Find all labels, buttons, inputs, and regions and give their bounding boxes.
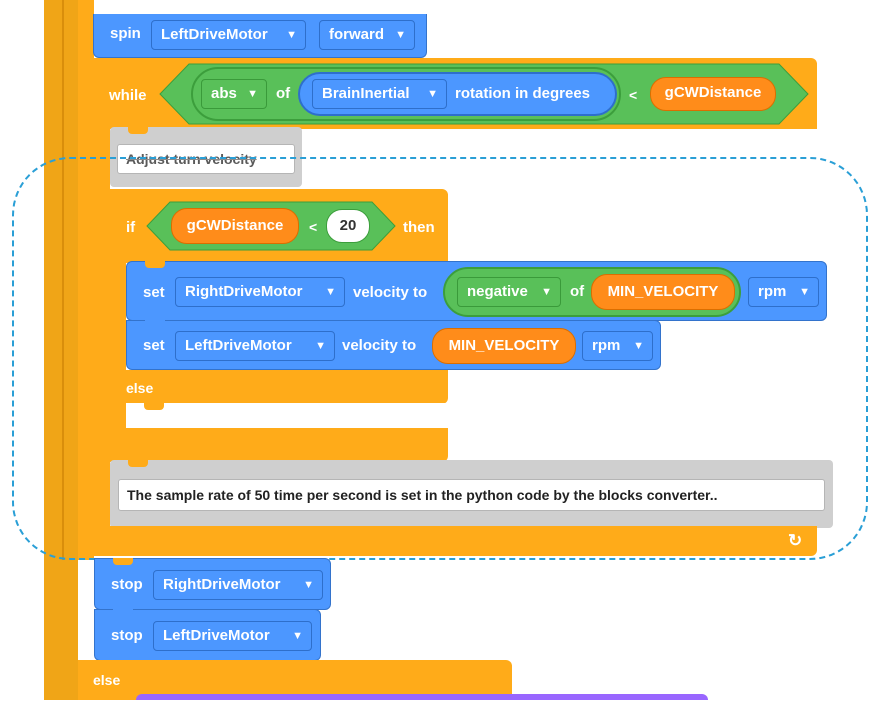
set-right-unit-dropdown[interactable]: rpm ▼ [748,277,819,307]
negative-reporter[interactable]: negative ▼ of MIN_VELOCITY [443,267,741,317]
set-right-velocity-label: velocity to [353,284,428,301]
stop-right-motor-label: RightDriveMotor [163,576,281,593]
abs-of-label: of [276,85,291,102]
block-notch [113,558,133,565]
set-right-unit-label: rpm [758,283,787,300]
spin-keyword: spin [110,25,141,42]
set-left-motor-label: LeftDriveMotor [185,337,292,354]
set-left-unit-dropdown[interactable]: rpm ▼ [582,331,653,361]
while-compare-op: < [629,87,638,103]
comment-adjust-text[interactable]: Adjust turn velocity [117,144,295,174]
spin-direction-label: forward [329,26,385,43]
stop-left-motor-dropdown[interactable]: LeftDriveMotor ▼ [153,621,312,651]
set-right-variable-label: MIN_VELOCITY [607,283,719,300]
if-compare-op: < [309,219,318,235]
stop-right-motor-dropdown[interactable]: RightDriveMotor ▼ [153,570,323,600]
spin-direction-dropdown[interactable]: forward ▼ [319,20,415,50]
chevron-down-icon: ▼ [799,286,810,298]
comment-sample-text[interactable]: The sample rate of 50 time per second is… [118,479,825,511]
chevron-down-icon: ▼ [315,340,326,352]
set-right-keyword: set [143,284,165,301]
if-else-keyword: else [126,380,154,396]
spin-block[interactable]: spin LeftDriveMotor ▼ forward ▼ [93,14,427,58]
negative-op-dropdown[interactable]: negative ▼ [457,277,561,307]
abs-op-dropdown[interactable]: abs ▼ [201,79,267,109]
set-right-variable-reporter[interactable]: MIN_VELOCITY [591,274,735,310]
if-body-arm [110,262,126,462]
chevron-down-icon: ▼ [286,29,297,41]
block-notch [145,261,165,268]
while-keyword: while [109,87,147,104]
while-variable-label: gCWDistance [664,84,762,101]
block-notch [128,460,148,467]
block-notch [145,320,165,327]
while-body-arm [94,129,110,556]
negative-of-label: of [570,283,585,300]
stop-right-keyword: stop [111,576,143,593]
while-variable-reporter[interactable]: gCWDistance [650,77,776,111]
outer-if-arm-line [62,0,64,560]
stop-left-keyword: stop [111,627,143,644]
chevron-down-icon: ▼ [292,630,303,642]
spin-motor-label: LeftDriveMotor [161,26,268,43]
if-block-footer [110,428,448,462]
set-left-variable-label: MIN_VELOCITY [448,337,560,354]
chevron-down-icon: ▼ [303,579,314,591]
set-right-motor-dropdown[interactable]: RightDriveMotor ▼ [175,277,345,307]
chevron-down-icon: ▼ [247,88,258,100]
sensor-label: BrainInertial [322,85,410,102]
sensor-dropdown[interactable]: BrainInertial ▼ [312,79,447,109]
set-left-velocity-label: velocity to [342,337,417,354]
stop-right-block[interactable]: stop RightDriveMotor ▼ [94,558,331,610]
chevron-down-icon: ▼ [427,88,438,100]
loop-arrow-icon: ↻ [788,531,803,550]
chevron-down-icon: ▼ [395,29,406,41]
canvas-bottom [0,700,880,720]
set-left-keyword: set [143,337,165,354]
negative-op-label: negative [467,283,528,300]
outer-if-arm[interactable] [44,0,78,700]
inertial-reporter[interactable]: BrainInertial ▼ rotation in degrees [298,72,617,116]
block-notch [128,127,148,134]
comment-block-sample[interactable]: The sample rate of 50 time per second is… [110,460,833,528]
chevron-down-icon: ▼ [325,286,336,298]
outer-else-keyword: else [93,672,121,688]
spin-motor-dropdown[interactable]: LeftDriveMotor ▼ [151,20,306,50]
set-left-block[interactable]: set LeftDriveMotor ▼ velocity to MIN_VEL… [126,320,661,370]
if-else-header: else [110,370,448,404]
chevron-down-icon: ▼ [633,340,644,352]
set-left-unit-label: rpm [592,337,621,354]
abs-op-label: abs [211,85,237,102]
while-block-footer: ↻ [94,526,817,556]
selection-highlight [12,157,868,560]
stop-left-motor-label: LeftDriveMotor [163,627,270,644]
set-left-variable-reporter[interactable]: MIN_VELOCITY [432,328,576,364]
then-keyword: then [403,219,435,236]
if-keyword: if [126,219,136,236]
set-left-motor-dropdown[interactable]: LeftDriveMotor ▼ [175,331,335,361]
block-notch [144,403,164,410]
block-notch [113,609,133,616]
stop-left-block[interactable]: stop LeftDriveMotor ▼ [94,609,321,661]
if-variable-reporter[interactable]: gCWDistance [171,208,299,244]
set-right-block[interactable]: set RightDriveMotor ▼ velocity to negati… [126,261,827,321]
outer-else-header: else [78,660,512,700]
inner-if-arm[interactable] [78,0,94,560]
if-value-label: 20 [339,217,357,234]
chevron-down-icon: ▼ [541,286,552,298]
if-value-input[interactable]: 20 [326,209,370,243]
set-right-motor-label: RightDriveMotor [185,283,303,300]
if-variable-label: gCWDistance [186,217,284,234]
else-empty-slot[interactable] [126,403,448,429]
rotation-label: rotation in degrees [455,85,591,102]
